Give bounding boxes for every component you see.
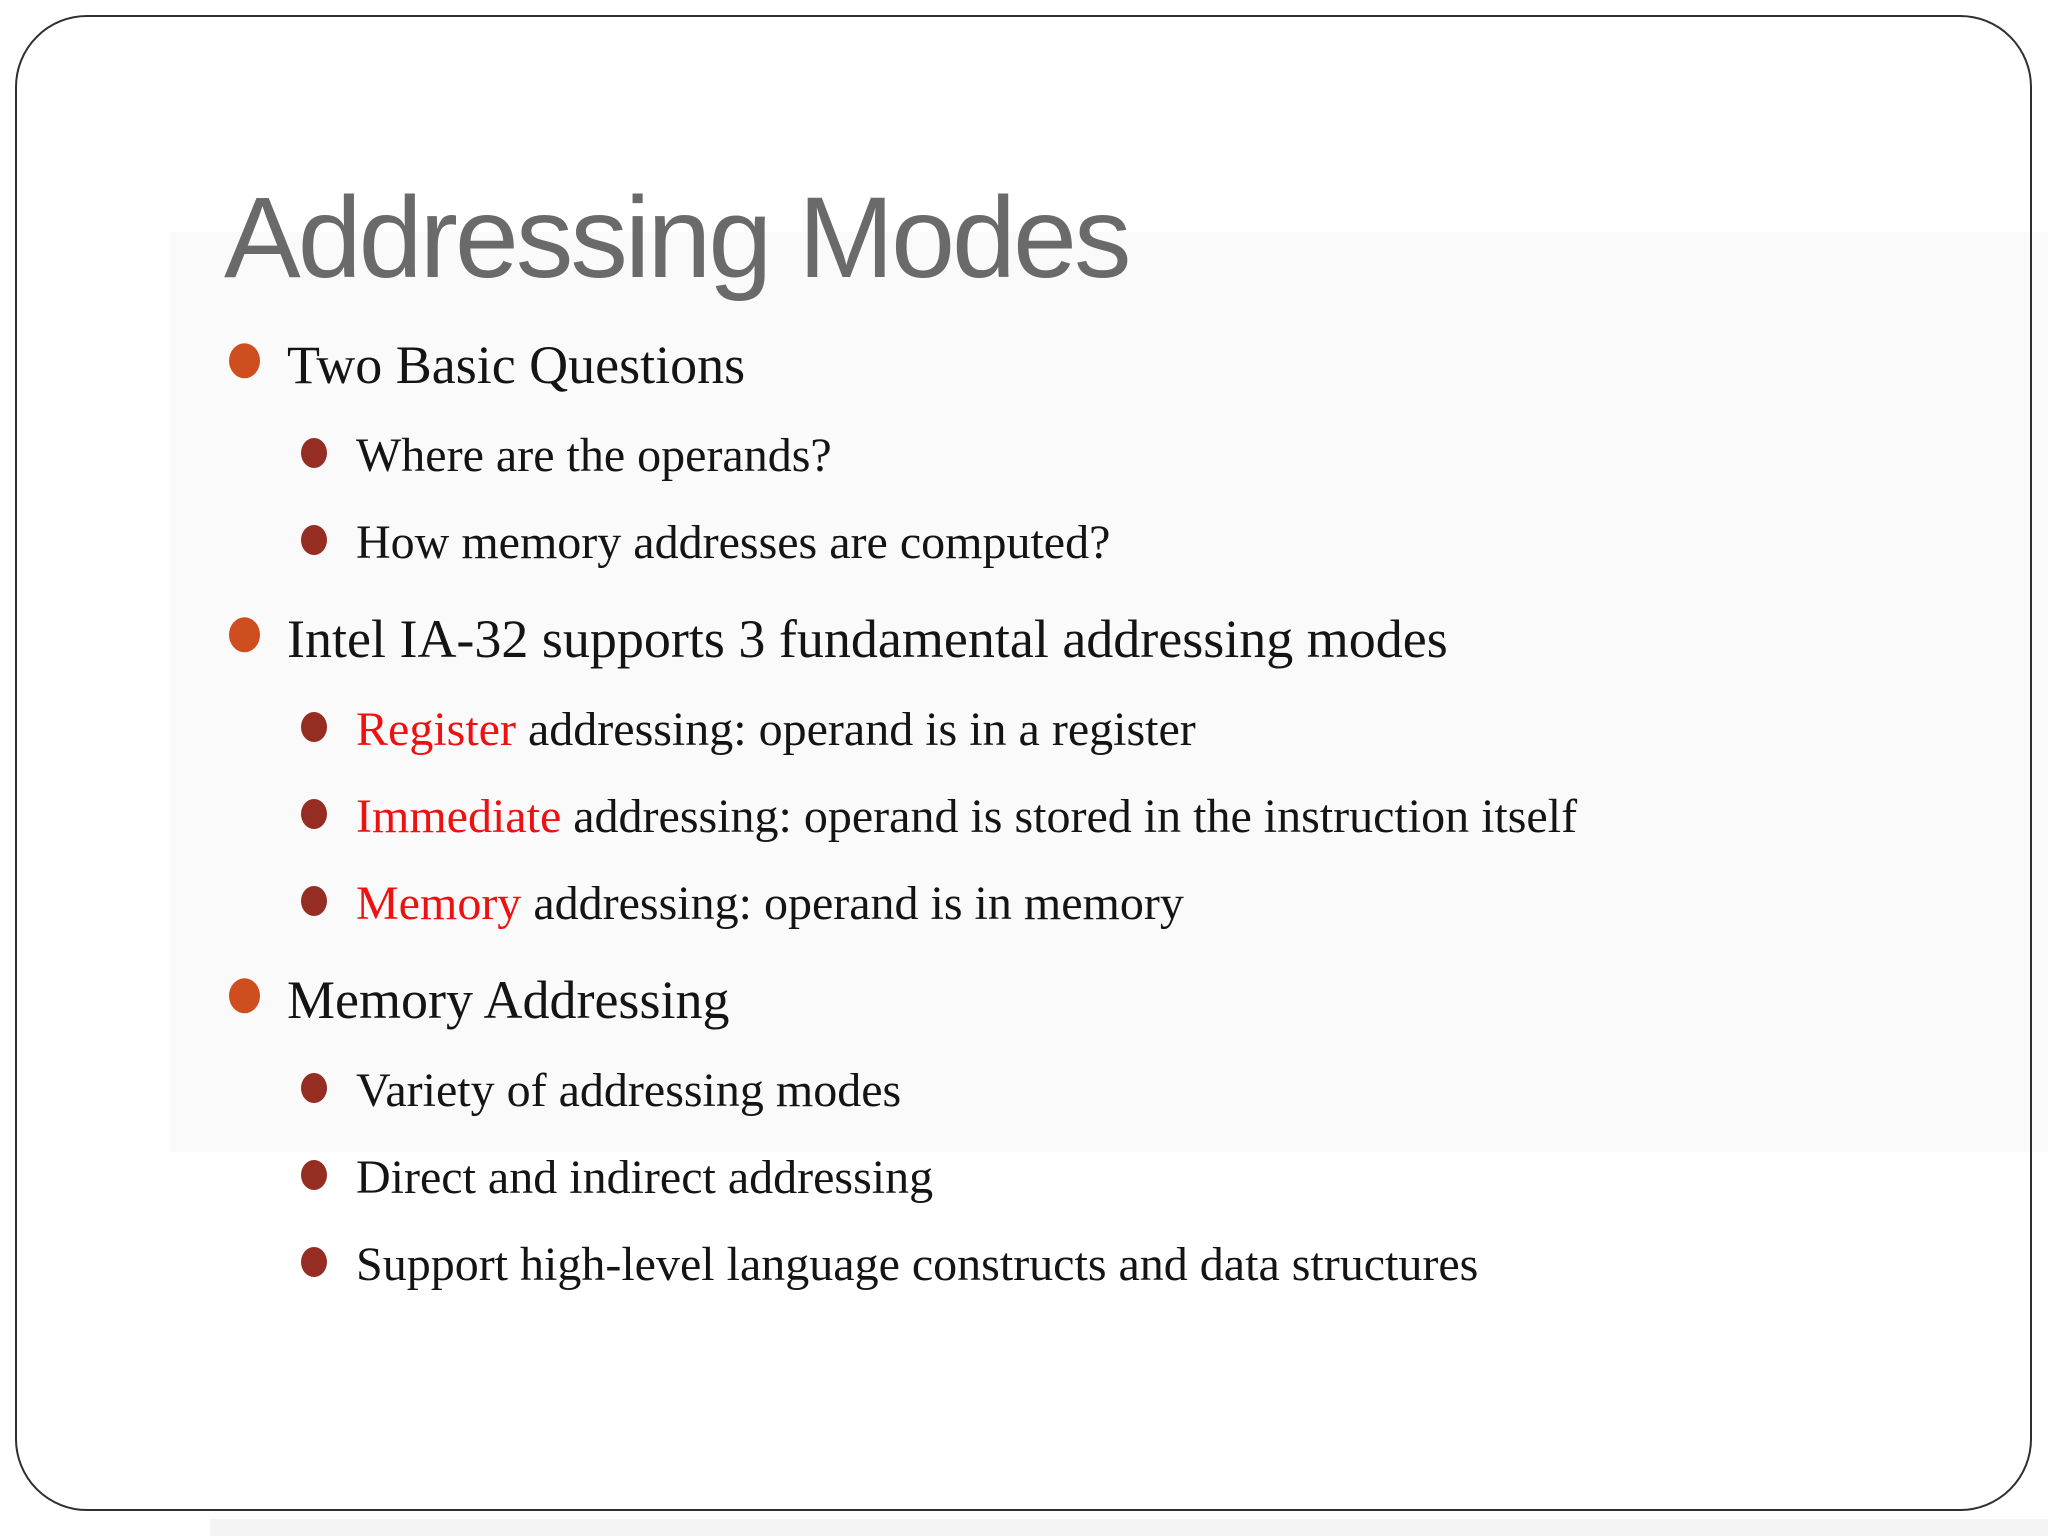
list-item: Intel IA-32 supports 3 fundamental addre… xyxy=(0,592,2048,686)
emphasis-text: Immediate xyxy=(356,790,562,843)
item-text: Memory Addressing xyxy=(287,970,730,1030)
list-item: Two Basic Questions xyxy=(0,318,2048,412)
item-text: Two Basic Questions xyxy=(287,335,746,395)
item-text: Where are the operands? xyxy=(356,429,832,482)
item-text: Variety of addressing modes xyxy=(356,1064,902,1117)
list-item: Variety of addressing modes xyxy=(0,1047,2048,1134)
bullet-icon xyxy=(229,978,260,1014)
item-text: addressing: operand is in a register xyxy=(515,703,1196,756)
item-text: Support high-level language constructs a… xyxy=(356,1238,1479,1291)
list-item: Where are the operands? xyxy=(0,412,2048,499)
bullet-icon xyxy=(301,885,327,916)
bullet-icon xyxy=(301,1159,327,1190)
page-title: Addressing Modes xyxy=(224,174,1131,302)
item-text: Direct and indirect addressing xyxy=(356,1151,934,1204)
item-text: addressing: operand is in memory xyxy=(521,877,1184,930)
list-item: Immediate addressing: operand is stored … xyxy=(0,773,2048,860)
list-item: Direct and indirect addressing xyxy=(0,1134,2048,1221)
bullet-icon xyxy=(301,524,327,555)
emphasis-text: Register xyxy=(356,703,516,756)
list-item: Memory Addressing xyxy=(0,953,2048,1047)
emphasis-text: Memory xyxy=(356,877,522,930)
item-text: How memory addresses are computed? xyxy=(356,516,1111,569)
bullet-icon xyxy=(301,437,327,468)
list-item: How memory addresses are computed? xyxy=(0,499,2048,586)
slide-frame xyxy=(15,15,2032,1511)
bullet-list: Two Basic Questions Where are the operan… xyxy=(0,318,2048,1308)
list-item: Support high-level language constructs a… xyxy=(0,1221,2048,1308)
bottom-strip xyxy=(210,1519,2048,1536)
bullet-icon xyxy=(229,617,260,653)
item-text: Intel IA-32 supports 3 fundamental addre… xyxy=(287,609,1448,669)
list-item: Memory addressing: operand is in memory xyxy=(0,860,2048,947)
list-item: Register addressing: operand is in a reg… xyxy=(0,686,2048,773)
bullet-icon xyxy=(301,1246,327,1277)
bullet-icon xyxy=(229,343,260,379)
bullet-icon xyxy=(301,1072,327,1103)
slide-body: Two Basic Questions Where are the operan… xyxy=(0,318,2048,1308)
item-text: addressing: operand is stored in the ins… xyxy=(561,790,1578,843)
bullet-icon xyxy=(301,711,327,742)
content-shade xyxy=(170,232,2048,1152)
bullet-icon xyxy=(301,798,327,829)
